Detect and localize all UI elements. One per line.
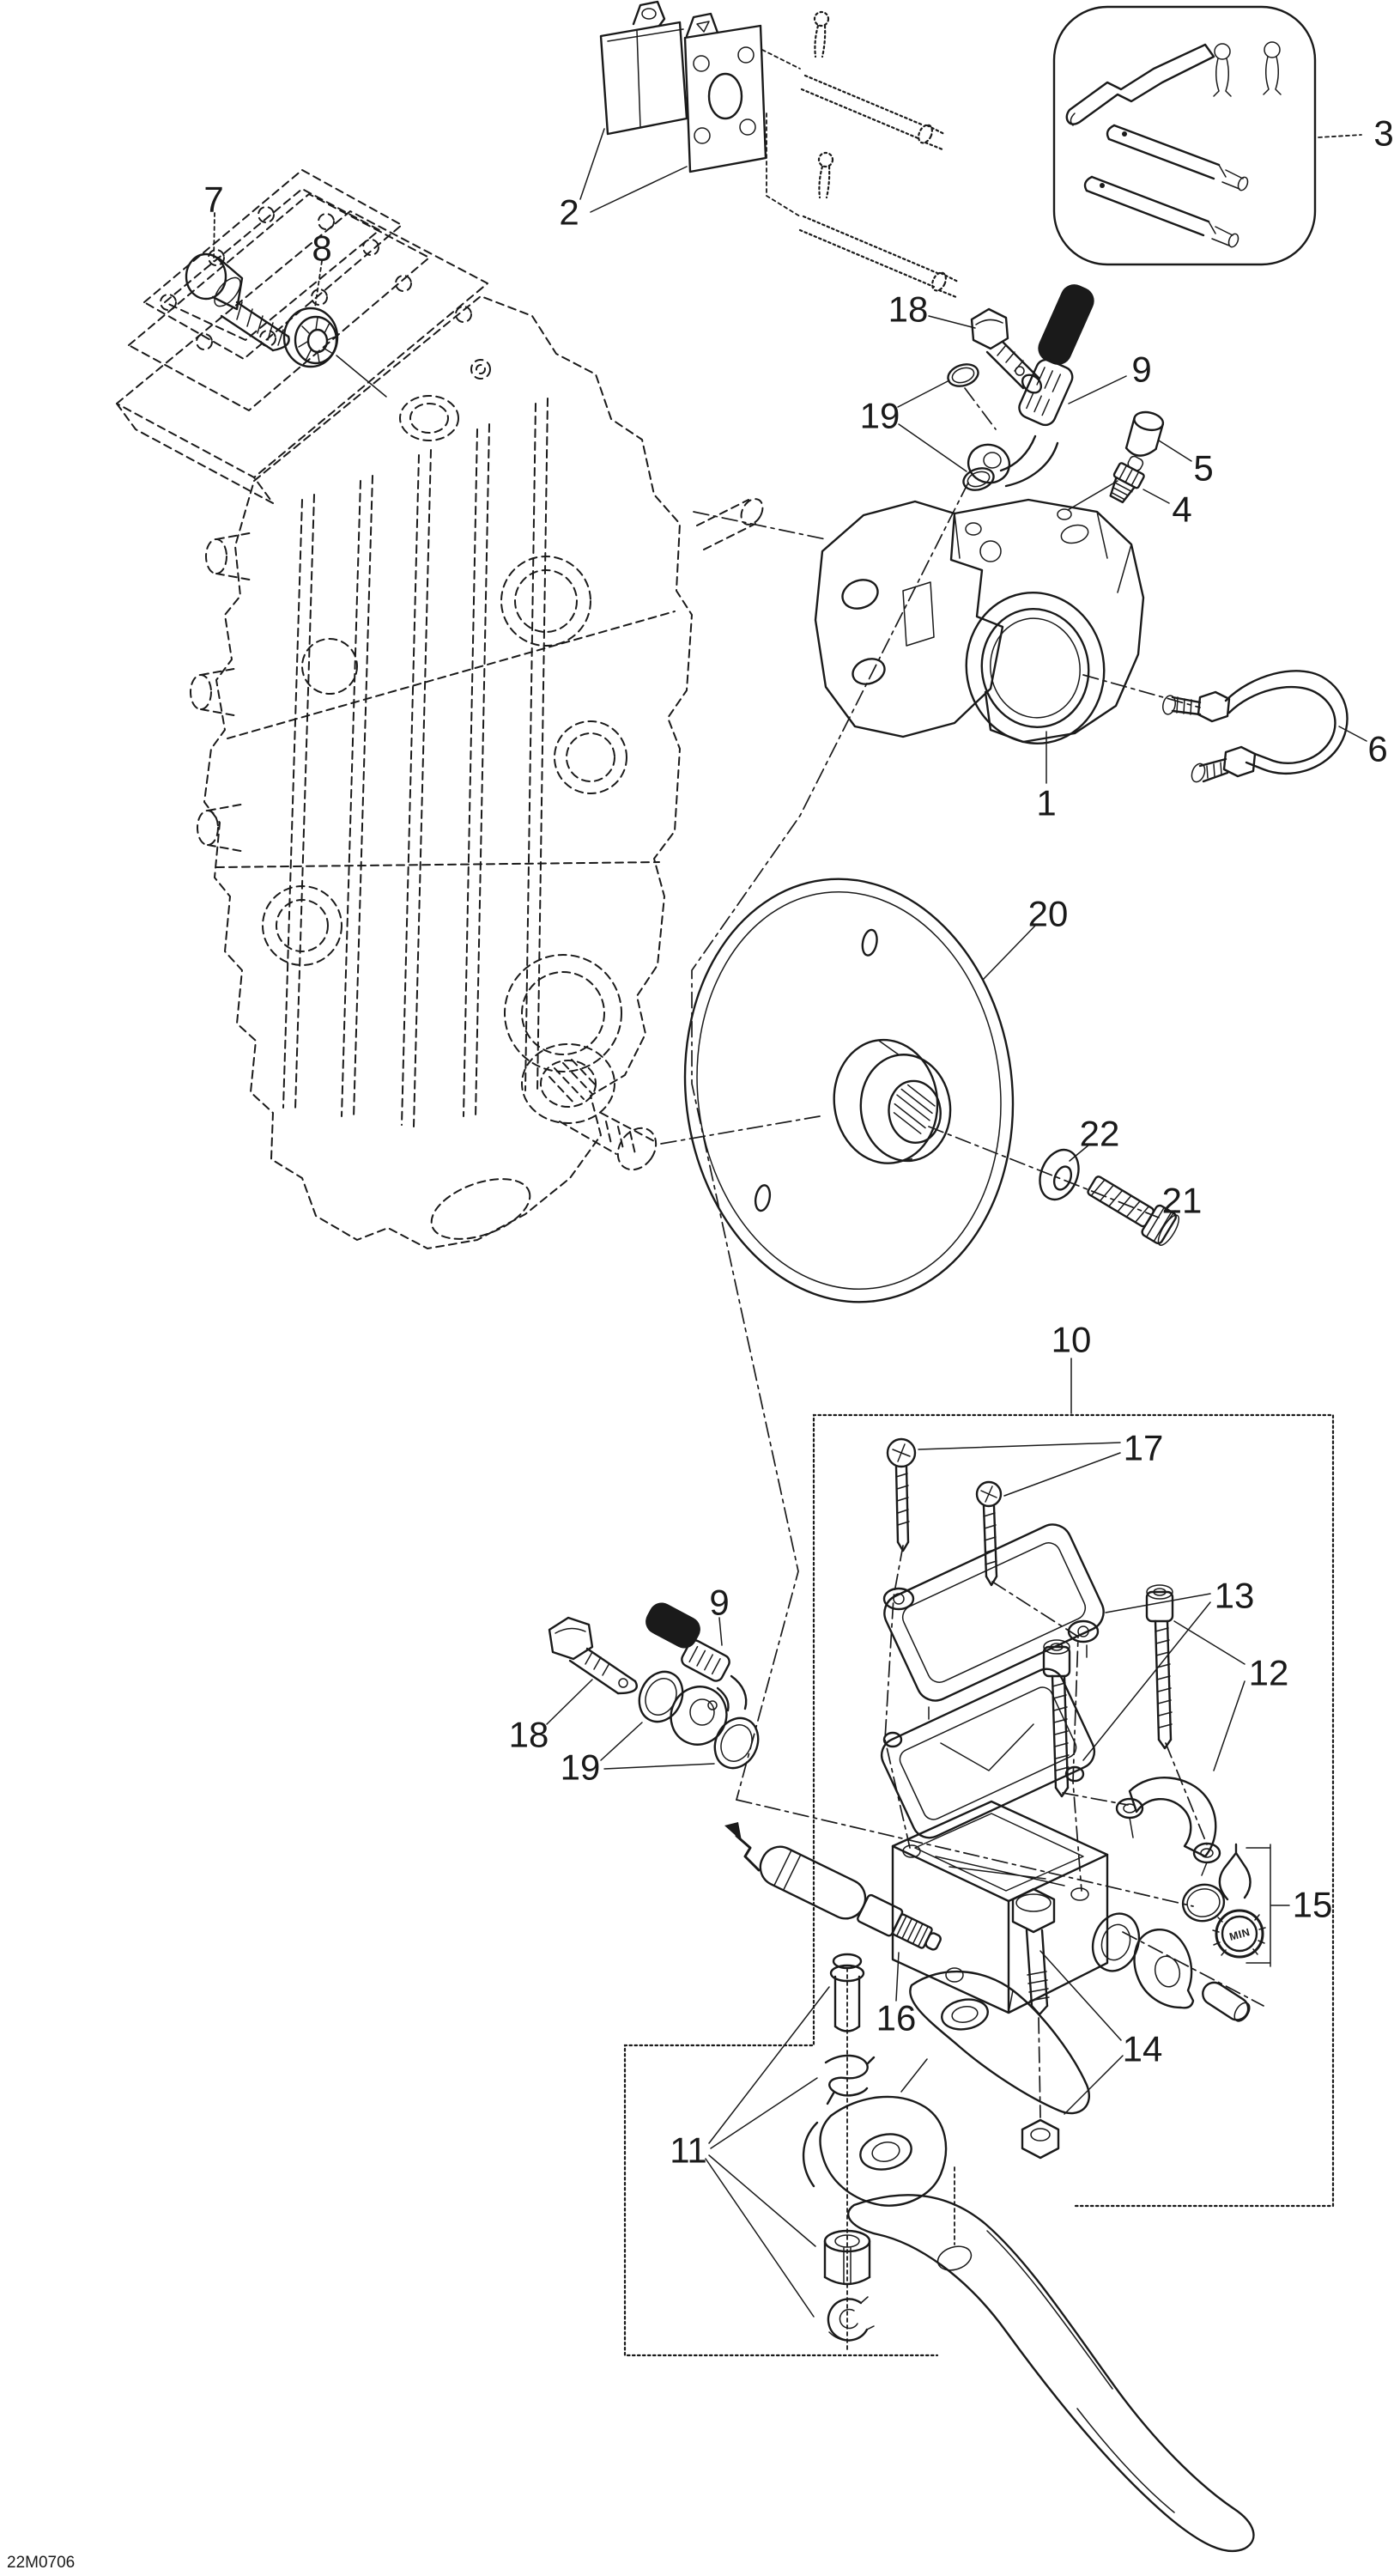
lever-spring bbox=[824, 2054, 876, 2105]
retainer-clip bbox=[1218, 1843, 1252, 1901]
brake-disc-20 bbox=[683, 878, 1015, 1303]
tool-kit-box-3 bbox=[1052, 5, 1362, 266]
leader-13b bbox=[1082, 1601, 1211, 1761]
pad-retaining-pins bbox=[761, 10, 960, 299]
callout-15: 15 bbox=[1293, 1885, 1333, 1925]
handlebar-clamp bbox=[1115, 1777, 1221, 1876]
o-ring bbox=[1181, 1883, 1226, 1923]
bleeder-valve-4 bbox=[1109, 455, 1145, 504]
washer-22 bbox=[1039, 1144, 1090, 1201]
callout-5: 5 bbox=[1193, 448, 1213, 489]
callout-19a: 19 bbox=[860, 396, 900, 436]
bleeder-cap-5 bbox=[1124, 410, 1165, 457]
bolt-21 bbox=[1087, 1176, 1180, 1246]
callout-21: 21 bbox=[1162, 1181, 1203, 1221]
leader-13a bbox=[1105, 1593, 1211, 1613]
svg-text:MIN: MIN bbox=[1228, 1926, 1252, 1943]
sight-glass-group-15: MIN bbox=[736, 1799, 1290, 2022]
bolt-7 bbox=[185, 212, 290, 352]
engine-block bbox=[116, 169, 764, 1249]
reservoir-cover-13 bbox=[882, 1523, 1105, 1720]
callout-7: 7 bbox=[203, 179, 223, 220]
hose-routing-centerline bbox=[691, 482, 969, 1801]
callout-16: 16 bbox=[876, 1998, 917, 2038]
master-cylinder-body bbox=[891, 1800, 1141, 2014]
brake-caliper-1 bbox=[814, 480, 1145, 784]
callout-12: 12 bbox=[1249, 1653, 1289, 1693]
callout-4: 4 bbox=[1172, 489, 1191, 530]
callout-8: 8 bbox=[312, 228, 331, 269]
leader-20 bbox=[983, 925, 1036, 980]
sealing-washers-19-top bbox=[897, 363, 997, 491]
callout-6: 6 bbox=[1367, 729, 1387, 769]
cotter-pin-2 bbox=[1263, 41, 1282, 95]
brake-hose-9-bottom bbox=[645, 1602, 748, 1712]
callout-19b: 19 bbox=[561, 1747, 601, 1788]
reservoir-gasket-13 bbox=[880, 1668, 1096, 1839]
cover-screws-17 bbox=[884, 1437, 1121, 1892]
disc-bolt-axis bbox=[928, 1126, 1160, 1218]
brake-line-6 bbox=[1082, 670, 1367, 783]
callout-18b: 18 bbox=[509, 1715, 549, 1755]
clamp-screws-12 bbox=[1042, 1584, 1246, 1845]
callout-22: 22 bbox=[1080, 1114, 1120, 1154]
lever-pivot-nut bbox=[1021, 2118, 1060, 2160]
side-bosses bbox=[190, 532, 255, 853]
sealing-washers-19-bottom bbox=[600, 1670, 760, 1770]
leader-21 bbox=[1166, 1210, 1176, 1224]
brake-lever bbox=[802, 2058, 1255, 2553]
leader-4 bbox=[1142, 489, 1170, 504]
brake-light-switch-16 bbox=[724, 1822, 942, 2002]
bent-clip-tool bbox=[1065, 43, 1215, 125]
output-shaft bbox=[521, 1043, 658, 1171]
brake-pads-2 bbox=[579, 0, 767, 213]
figure-code: 22M0706 bbox=[7, 2554, 75, 2572]
pin-tool-1 bbox=[1106, 124, 1249, 191]
cotter-pin-1 bbox=[1213, 43, 1232, 97]
callout-3: 3 bbox=[1373, 113, 1393, 154]
callout-17: 17 bbox=[1124, 1428, 1164, 1468]
leader-5 bbox=[1158, 440, 1192, 462]
callout-2: 2 bbox=[559, 192, 579, 233]
callout-10: 10 bbox=[1052, 1320, 1092, 1360]
callout-18a: 18 bbox=[888, 289, 929, 330]
min-sight-glass: MIN bbox=[1212, 1909, 1266, 1959]
cylinder-studs bbox=[282, 398, 549, 1127]
banjo-bolt-18-bottom bbox=[546, 1616, 638, 1725]
pushrod-pin bbox=[1202, 1981, 1251, 2022]
lever-pivot-bolt bbox=[1011, 1887, 1056, 2118]
e-clip bbox=[827, 2296, 875, 2342]
caliper-mount-centerline bbox=[693, 511, 827, 540]
shaft-axis bbox=[660, 1115, 821, 1145]
callout-11: 11 bbox=[670, 2130, 707, 2171]
dust-boot bbox=[1133, 1928, 1195, 2009]
callout-20: 20 bbox=[1028, 894, 1069, 934]
banjo-bolt-18-top bbox=[928, 307, 1043, 394]
assembly-box-10 bbox=[623, 1413, 1335, 2357]
callout-14: 14 bbox=[1123, 2029, 1163, 2069]
lock-washer-8 bbox=[282, 260, 387, 398]
pivot-bushing bbox=[823, 2229, 871, 2286]
lever-bracket-14 bbox=[909, 1950, 1124, 2115]
lever-pivot-parts-11 bbox=[705, 1953, 876, 2354]
callout-1: 1 bbox=[1036, 783, 1056, 823]
pin-tool-2 bbox=[1083, 175, 1239, 248]
callout-9a: 9 bbox=[1131, 349, 1151, 390]
brake-hose-9-top bbox=[967, 284, 1127, 488]
callout-9b: 9 bbox=[709, 1583, 729, 1623]
callout-13: 13 bbox=[1215, 1576, 1255, 1616]
